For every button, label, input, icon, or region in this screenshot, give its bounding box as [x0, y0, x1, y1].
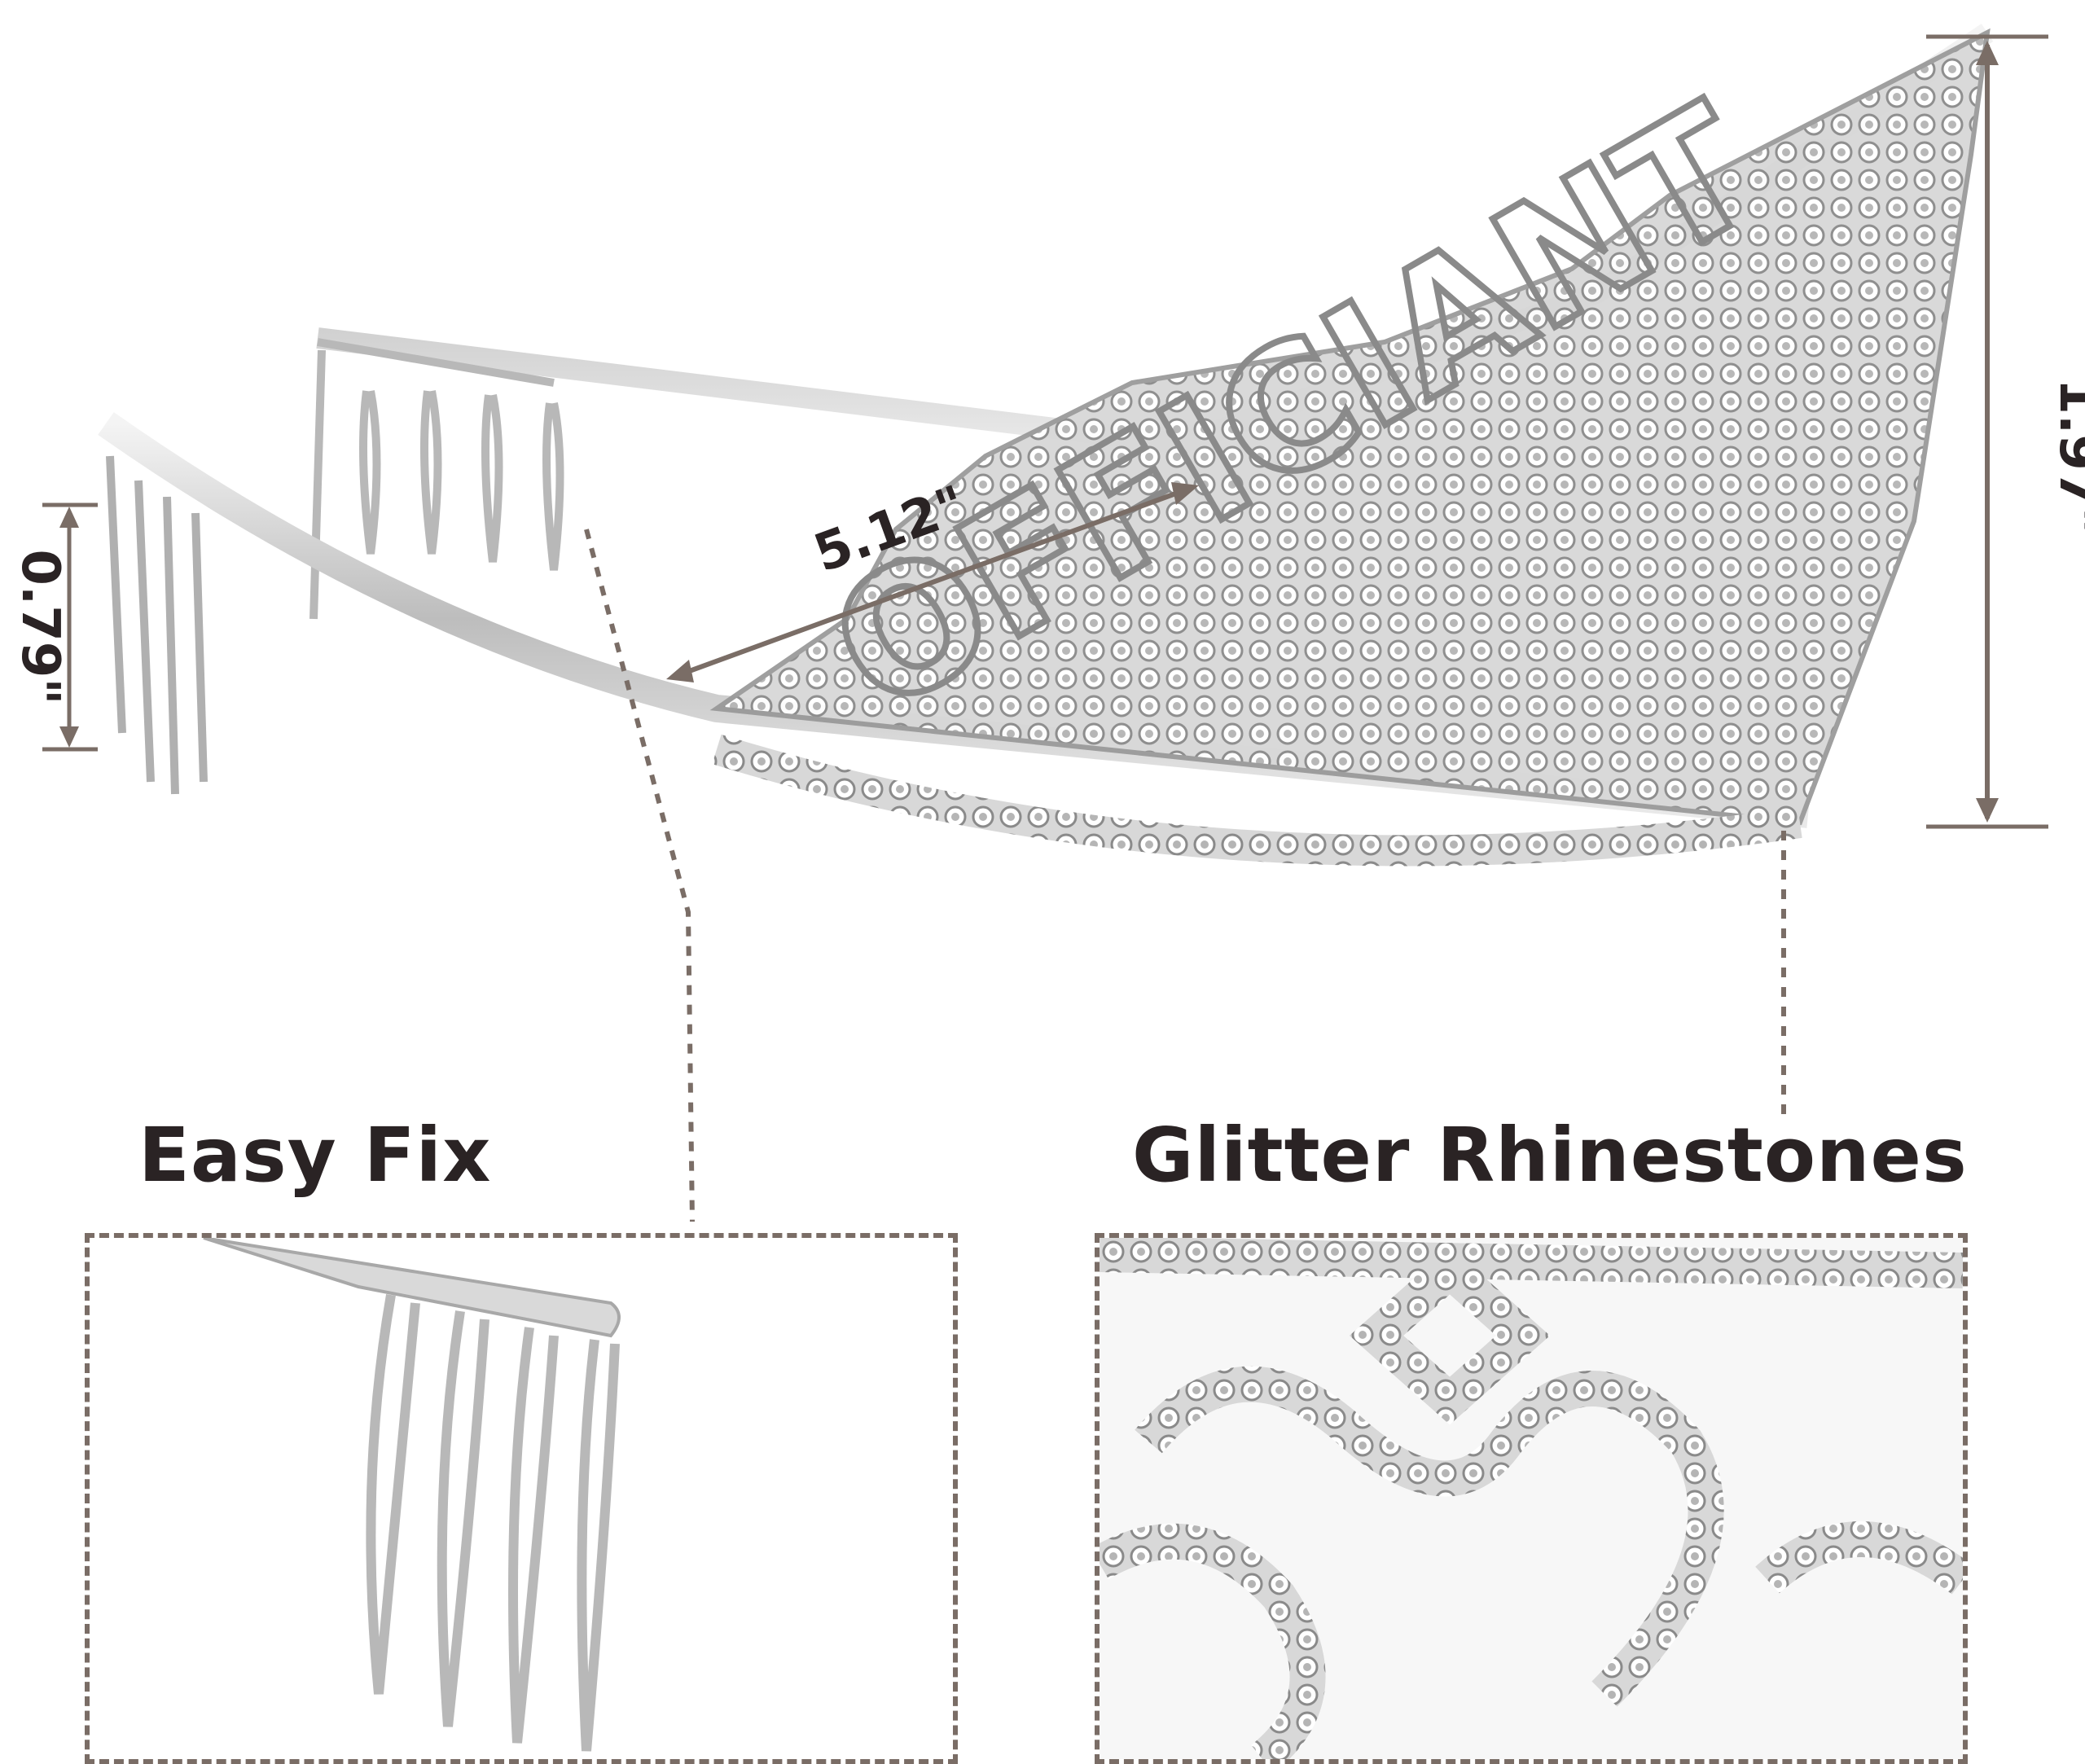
leader-easy-fix	[584, 529, 695, 1222]
glitter-rhinestones-heading: Glitter Rhinestones	[1132, 1112, 1968, 1199]
glitter-rhinestones-detail-box	[1095, 1233, 1968, 1764]
comb-height-label: 0.79"	[10, 549, 70, 704]
rhinestone-closeup	[1100, 1238, 1963, 1759]
dimension-comb-height	[42, 502, 98, 752]
front-band	[98, 412, 1810, 828]
height-label: 1.97"	[2048, 378, 2085, 533]
tiara-crown	[709, 28, 1991, 826]
easy-fix-heading: Easy Fix	[138, 1112, 492, 1199]
comb-closeup	[203, 1238, 621, 1752]
dimension-width	[666, 482, 1199, 682]
rhinestone-base-row	[712, 734, 1802, 867]
back-comb	[309, 338, 564, 620]
dimension-height	[1926, 34, 2048, 829]
easy-fix-detail-box	[85, 1233, 958, 1764]
front-comb	[106, 455, 208, 795]
